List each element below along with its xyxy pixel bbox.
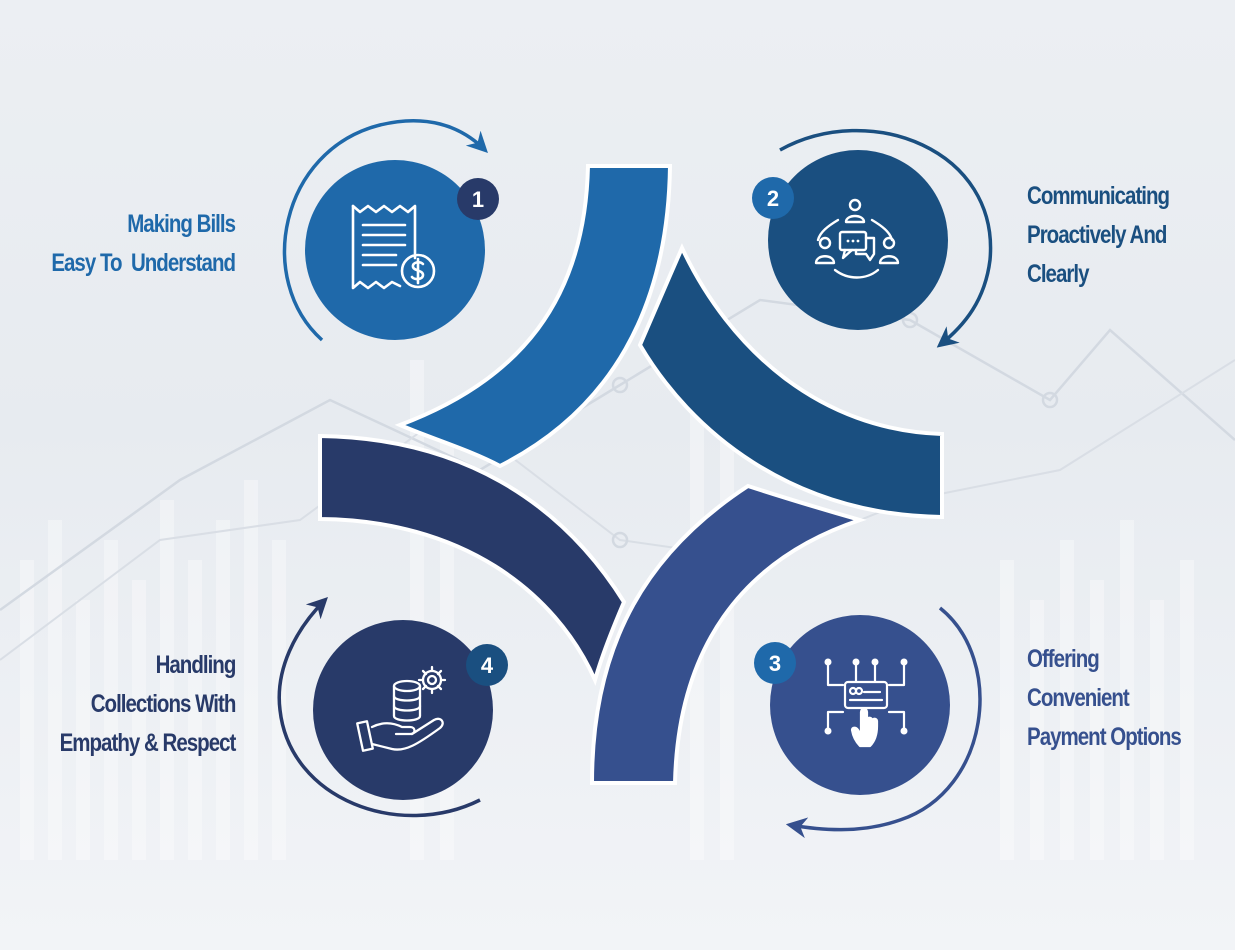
team-communication-icon [814, 198, 900, 279]
step-label-3-line-2: Convenient [1027, 684, 1130, 712]
step-circle-1 [305, 160, 485, 340]
step-label-3-line-3: Payment Options [1027, 723, 1182, 751]
svg-text:1: 1 [472, 187, 484, 212]
svg-text:3: 3 [769, 651, 781, 676]
chat-dots [846, 239, 860, 243]
step-label-4: Handling Collections With Empathy & Resp… [59, 646, 236, 763]
step-label-2-line-3: Clearly [1027, 260, 1089, 288]
blade-segment-1 [394, 164, 673, 469]
step-label-1: Making Bills Easy To Understand [51, 205, 236, 283]
step-label-4-line-1: Handling [155, 651, 236, 679]
step-label-2-line-1: Communicating [1027, 182, 1170, 210]
cycle-arrow-1 [282, 118, 488, 342]
card-payment-touch-icon [826, 662, 906, 748]
step-label-4-line-3: Empathy & Respect [59, 729, 236, 757]
step-badge-2: 2 [752, 177, 794, 219]
receipt-dollar-icon [351, 204, 436, 290]
hand-coins-gear-icon [356, 665, 447, 752]
step-label-1-line-2: Easy To Understand [51, 249, 236, 277]
cycle-arrow-2 [779, 128, 993, 348]
step-label-3: Offering Convenient Payment Options [1027, 640, 1182, 757]
connector-dots [824, 658, 908, 735]
step-badge-4: 4 [466, 644, 508, 686]
step-label-1-line-1: Making Bills [127, 210, 236, 238]
blade-segment-2 [637, 243, 944, 520]
step-circle-3 [770, 615, 950, 795]
svg-text:4: 4 [481, 653, 494, 678]
step-label-3-line-1: Offering [1027, 645, 1100, 673]
cycle-arrow-3 [785, 606, 982, 839]
step-label-4-line-2: Collections With [90, 690, 236, 718]
step-badge-1: 1 [457, 178, 499, 220]
blade-segment-3 [589, 483, 867, 785]
blade-segment-4 [318, 433, 627, 686]
step-badge-3: 3 [754, 642, 796, 684]
step-label-2-line-2: Proactively And [1027, 221, 1167, 249]
cycle-arrow-4 [277, 597, 481, 818]
step-label-2: Communicating Proactively And Clearly [1027, 177, 1170, 294]
svg-text:2: 2 [767, 186, 779, 211]
